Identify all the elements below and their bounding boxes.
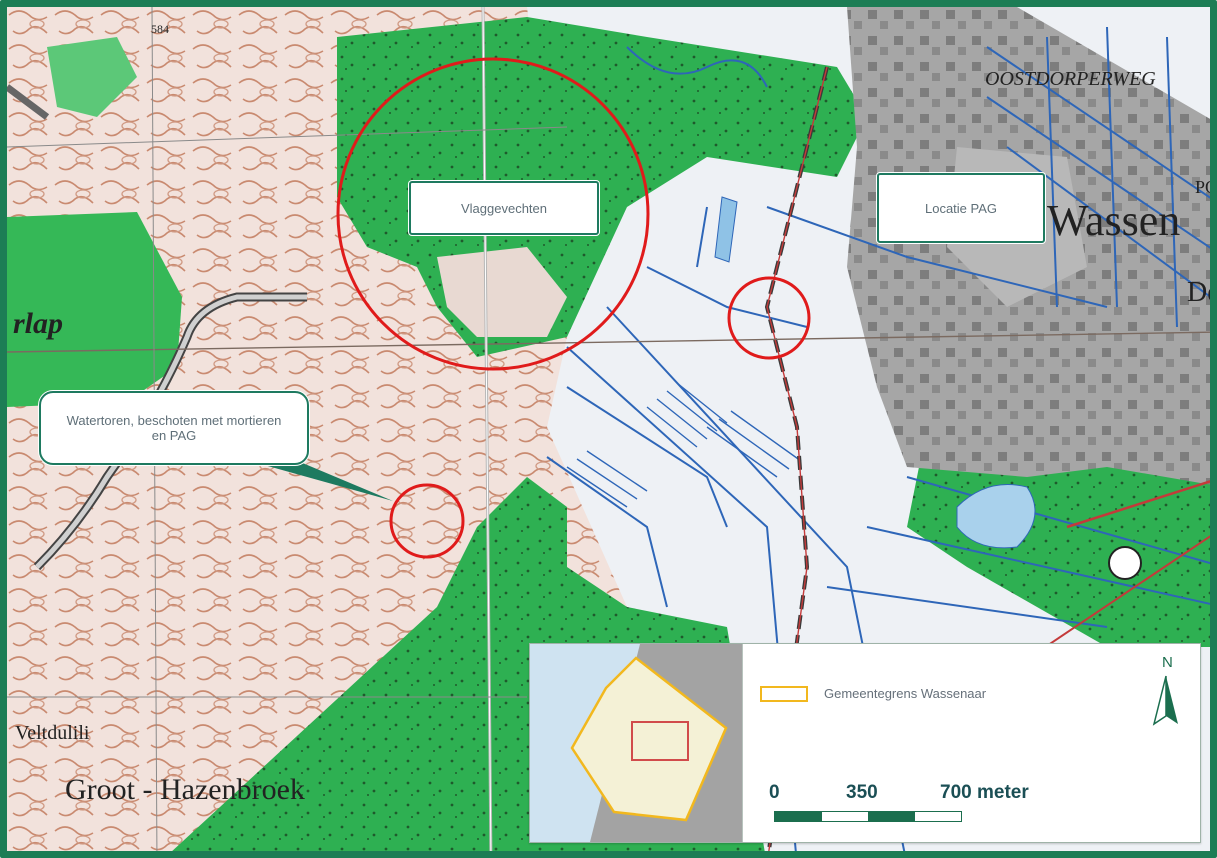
north-label: N [1162, 654, 1173, 671]
forest-west [7, 212, 182, 407]
scale-bar [774, 811, 962, 822]
pond [714, 196, 738, 263]
forest-northwest [47, 37, 137, 117]
label-po: PO [1195, 177, 1217, 197]
callout-luchtgevechten: Vlaggevechten [409, 181, 599, 235]
scale-label-350: 350 [846, 782, 878, 803]
clearing [437, 247, 567, 337]
north-arrow-icon [1152, 675, 1178, 726]
label-rlap: rlap [13, 307, 63, 340]
boundary-swatch [760, 686, 808, 702]
inset-extent-box [631, 721, 689, 761]
topographic-map[interactable]: OOSTDORPERWEG Wassen PO De rlap Groot - … [7, 7, 1217, 858]
callout-locatie-pag: Locatie PAG [877, 173, 1045, 243]
overview-inset-map [530, 644, 742, 842]
marker-circle [1108, 546, 1142, 580]
callout-watertoren-text: Watertoren, beschoten met mortieren en P… [66, 413, 282, 443]
legend-divider [742, 644, 743, 842]
scale-segment [775, 812, 822, 821]
circle-watertoren [389, 483, 465, 559]
callout-locatie-pag-text: Locatie PAG [924, 200, 998, 216]
map-legend: Gemeentegrens Wassenaar N 0 350 700 mete… [529, 643, 1201, 843]
circle-luchtgevechten [336, 57, 650, 371]
label-numeral: 584 [151, 22, 169, 36]
callout-pointer [257, 459, 393, 501]
callout-luchtgevechten-text: Vlaggevechten [460, 200, 547, 216]
label-wassen: Wassen [1047, 196, 1180, 245]
hatched-fields [566, 382, 802, 508]
scale-segment [914, 812, 961, 821]
label-de: De [1187, 277, 1217, 308]
lake [956, 484, 1036, 549]
scale-segment [821, 812, 868, 821]
label-veltdelwijk: Veltdulili [15, 722, 90, 744]
highlight-circles [336, 57, 811, 559]
scale-segment [868, 812, 915, 821]
boundary-label: Gemeentegrens Wassenaar [824, 686, 987, 701]
callout-watertoren: Watertoren, beschoten met mortieren en P… [39, 391, 309, 465]
label-oostdorperweg: OOSTDORPERWEG [985, 68, 1156, 90]
label-groot-hazenbroek: Groot - Hazenbroek [65, 773, 305, 806]
scale-labels: 0 350 700 meter [530, 782, 1200, 806]
circle-locatie-pag [727, 276, 811, 360]
scale-label-0: 0 [769, 782, 780, 803]
scale-label-700: 700 meter [940, 782, 1029, 803]
